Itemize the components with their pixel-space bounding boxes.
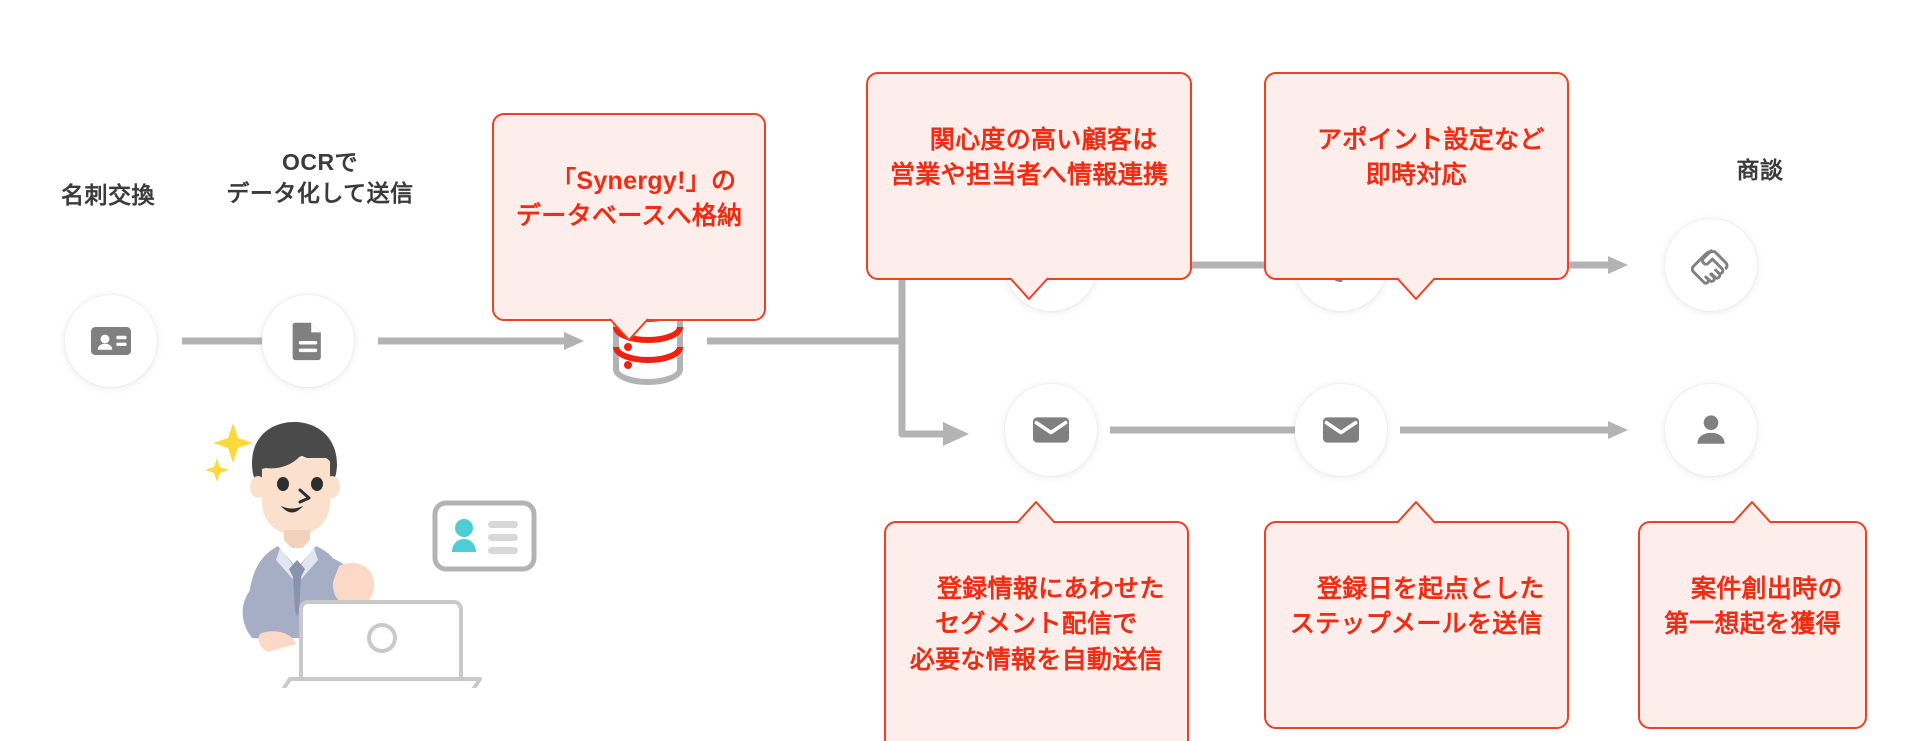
callout-synergy-db[interactable]: 「Synergy!」の データベースへ格納 xyxy=(492,113,767,341)
callout-step-mail[interactable]: 登録日を起点とした ステップメールを送信 xyxy=(1264,501,1569,729)
callout-text: 登録情報にあわせた セグメント配信で 必要な情報を自動送信 xyxy=(909,574,1165,674)
callout-text: 「Synergy!」の データベースへ格納 xyxy=(516,166,743,231)
callout-high-interest[interactable]: 関心度の高い顧客は 営業や担当者へ情報連携 xyxy=(866,72,1193,300)
callout-tail xyxy=(1396,501,1437,527)
callout-tail xyxy=(609,314,649,341)
callout-tail xyxy=(1016,501,1057,527)
callout-tail xyxy=(1396,273,1437,300)
callout-text: 登録日を起点とした ステップメールを送信 xyxy=(1289,574,1545,639)
node-mail-first[interactable] xyxy=(1005,384,1097,476)
contact-card-icon xyxy=(432,500,537,572)
callout-text: アポイント設定など 即時対応 xyxy=(1316,125,1545,190)
businessman-with-laptop-illustration xyxy=(200,408,510,688)
stage-label-meeting: 商談 xyxy=(1736,157,1784,183)
connector-document-to-database xyxy=(378,332,584,350)
mail-icon xyxy=(1028,407,1074,453)
mail-icon xyxy=(1318,407,1364,453)
callout-segment-delivery[interactable]: 登録情報にあわせた セグメント配信で 必要な情報を自動送信 xyxy=(884,501,1189,741)
document-icon xyxy=(285,318,331,364)
callout-appointment[interactable]: アポイント設定など 即時対応 xyxy=(1264,72,1569,300)
handshake-icon xyxy=(1686,240,1736,290)
node-mail-second[interactable] xyxy=(1295,384,1387,476)
callout-tail xyxy=(1732,501,1773,527)
callout-tail xyxy=(1009,273,1049,300)
node-handshake[interactable] xyxy=(1665,219,1757,311)
sparkle-icon xyxy=(205,423,253,482)
person-icon xyxy=(1689,408,1733,452)
callout-text: 案件創出時の 第一想起を獲得 xyxy=(1663,574,1843,639)
node-document[interactable] xyxy=(262,295,354,387)
node-business-card[interactable] xyxy=(65,295,157,387)
node-person-bottom[interactable] xyxy=(1665,384,1757,476)
business-card-icon xyxy=(87,317,135,365)
stage-label-exchange: 名刺交換 xyxy=(61,182,155,208)
callout-text: 関心度の高い顧客は 営業や担当者へ情報連携 xyxy=(890,125,1169,190)
connector-mail-to-person xyxy=(1400,421,1628,439)
callout-first-recall[interactable]: 案件創出時の 第一想起を獲得 xyxy=(1638,501,1867,729)
stage-label-ocr: OCRで データ化して送信 xyxy=(226,149,414,207)
